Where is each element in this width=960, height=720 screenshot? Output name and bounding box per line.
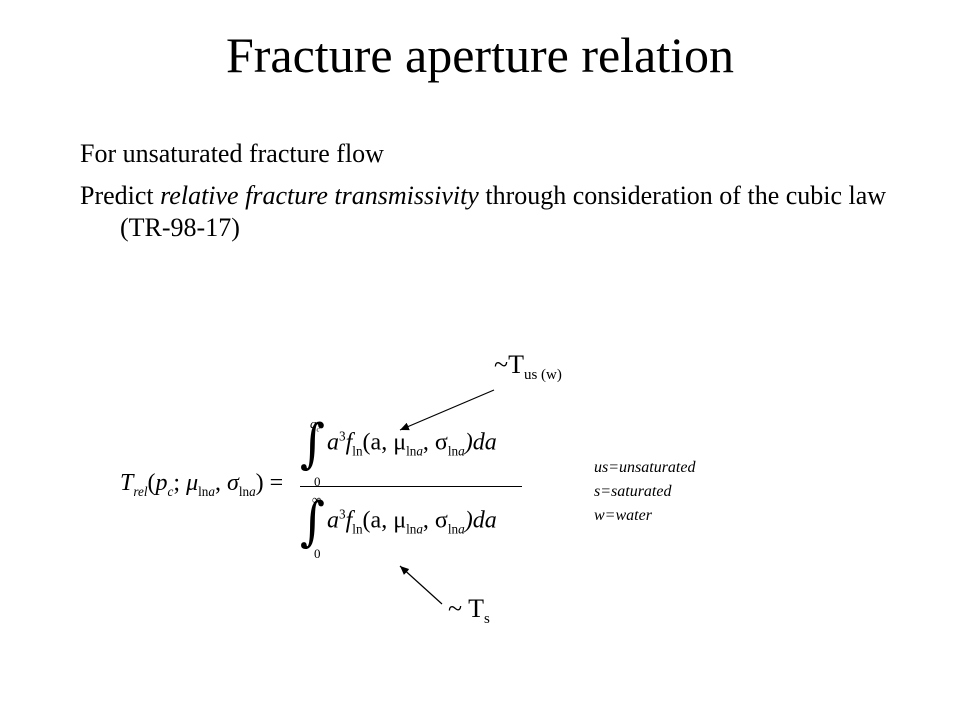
denominator-integral-sign: ∫ bbox=[300, 491, 326, 553]
denominator-args: (a, μ bbox=[362, 507, 407, 534]
lhs-open-paren: ( bbox=[147, 470, 156, 496]
lhs-semicolon: ; bbox=[173, 470, 181, 496]
equation-lhs: Trel(pc; μlna, σlna) = bbox=[120, 470, 283, 500]
denominator-power: 3 bbox=[339, 506, 346, 522]
bullet-list: For unsaturated fracture flow Predict re… bbox=[80, 138, 900, 254]
numerator-lower-limit: 0 bbox=[314, 474, 321, 489]
numerator-sep: , σ bbox=[422, 429, 448, 456]
denominator-tail: )da bbox=[464, 507, 497, 534]
denominator: ∞ 0 ∫a3fln(a, μlna, σlna)da bbox=[300, 491, 497, 561]
denominator-f: f bbox=[345, 507, 353, 534]
numerator-upper-limit: ac bbox=[310, 416, 320, 434]
denominator-a: a bbox=[327, 507, 340, 534]
legend-item-w: w=water bbox=[594, 507, 652, 524]
denominator-f-sub: ln bbox=[352, 521, 363, 537]
numerator: ac 0 ∫a3fln(a, μlna, σlna)da bbox=[300, 413, 497, 489]
lhs-close-equals: ) = bbox=[255, 470, 284, 496]
numerator-f: f bbox=[345, 429, 353, 456]
lhs-mu-sub: ln bbox=[198, 483, 209, 499]
lhs-p-sub: c bbox=[167, 483, 174, 499]
denominator-sep: , σ bbox=[422, 507, 448, 534]
lhs-mu-sub-a: a bbox=[208, 483, 215, 499]
bullet-unsaturated-flow: For unsaturated fracture flow bbox=[80, 139, 384, 168]
lhs-sigma: σ bbox=[226, 470, 239, 496]
lhs-subscript: rel bbox=[133, 483, 148, 499]
slide-title: Fracture aperture relation bbox=[225, 27, 735, 83]
numerator-tail: )da bbox=[464, 429, 497, 456]
lhs-sigma-sub: ln bbox=[238, 483, 250, 499]
legend-item-us: us=unsaturated bbox=[594, 459, 696, 476]
callout-bottom-ts: ~ Ts bbox=[448, 594, 490, 628]
legend-abbreviations: us=unsaturated s=saturated w=water bbox=[594, 456, 695, 528]
lhs-sigma-sub-a: a bbox=[249, 483, 256, 499]
denominator-lower-limit: 0 bbox=[314, 546, 321, 561]
numerator-args: (a, μ bbox=[362, 429, 407, 456]
arrow-top bbox=[399, 389, 495, 431]
arrow-bottom bbox=[399, 565, 443, 605]
numerator-a: a bbox=[327, 429, 340, 456]
bullet-text-pre: Predict bbox=[80, 181, 161, 210]
bullet-text-emphasis: relative fracture transmissivity bbox=[160, 181, 479, 210]
legend-item-s: s=saturated bbox=[594, 483, 672, 500]
lhs-symbol: T bbox=[120, 470, 134, 496]
lhs-mu: μ bbox=[186, 470, 199, 496]
bullet-predict-transmissivity: Predict relative fracture transmissivity… bbox=[80, 180, 900, 244]
bullet-text-post: through consideration of the cubic law (… bbox=[120, 181, 887, 242]
numerator-f-sub: ln bbox=[352, 443, 363, 459]
denominator-upper-limit: ∞ bbox=[312, 492, 322, 507]
callout-top-tus: ~Tus (w) bbox=[494, 350, 562, 384]
fraction-bar bbox=[300, 486, 522, 487]
lhs-comma: , bbox=[214, 470, 221, 496]
numerator-integral-sign: ∫ bbox=[300, 413, 326, 475]
lhs-p: p bbox=[155, 470, 168, 496]
numerator-power: 3 bbox=[339, 428, 346, 444]
